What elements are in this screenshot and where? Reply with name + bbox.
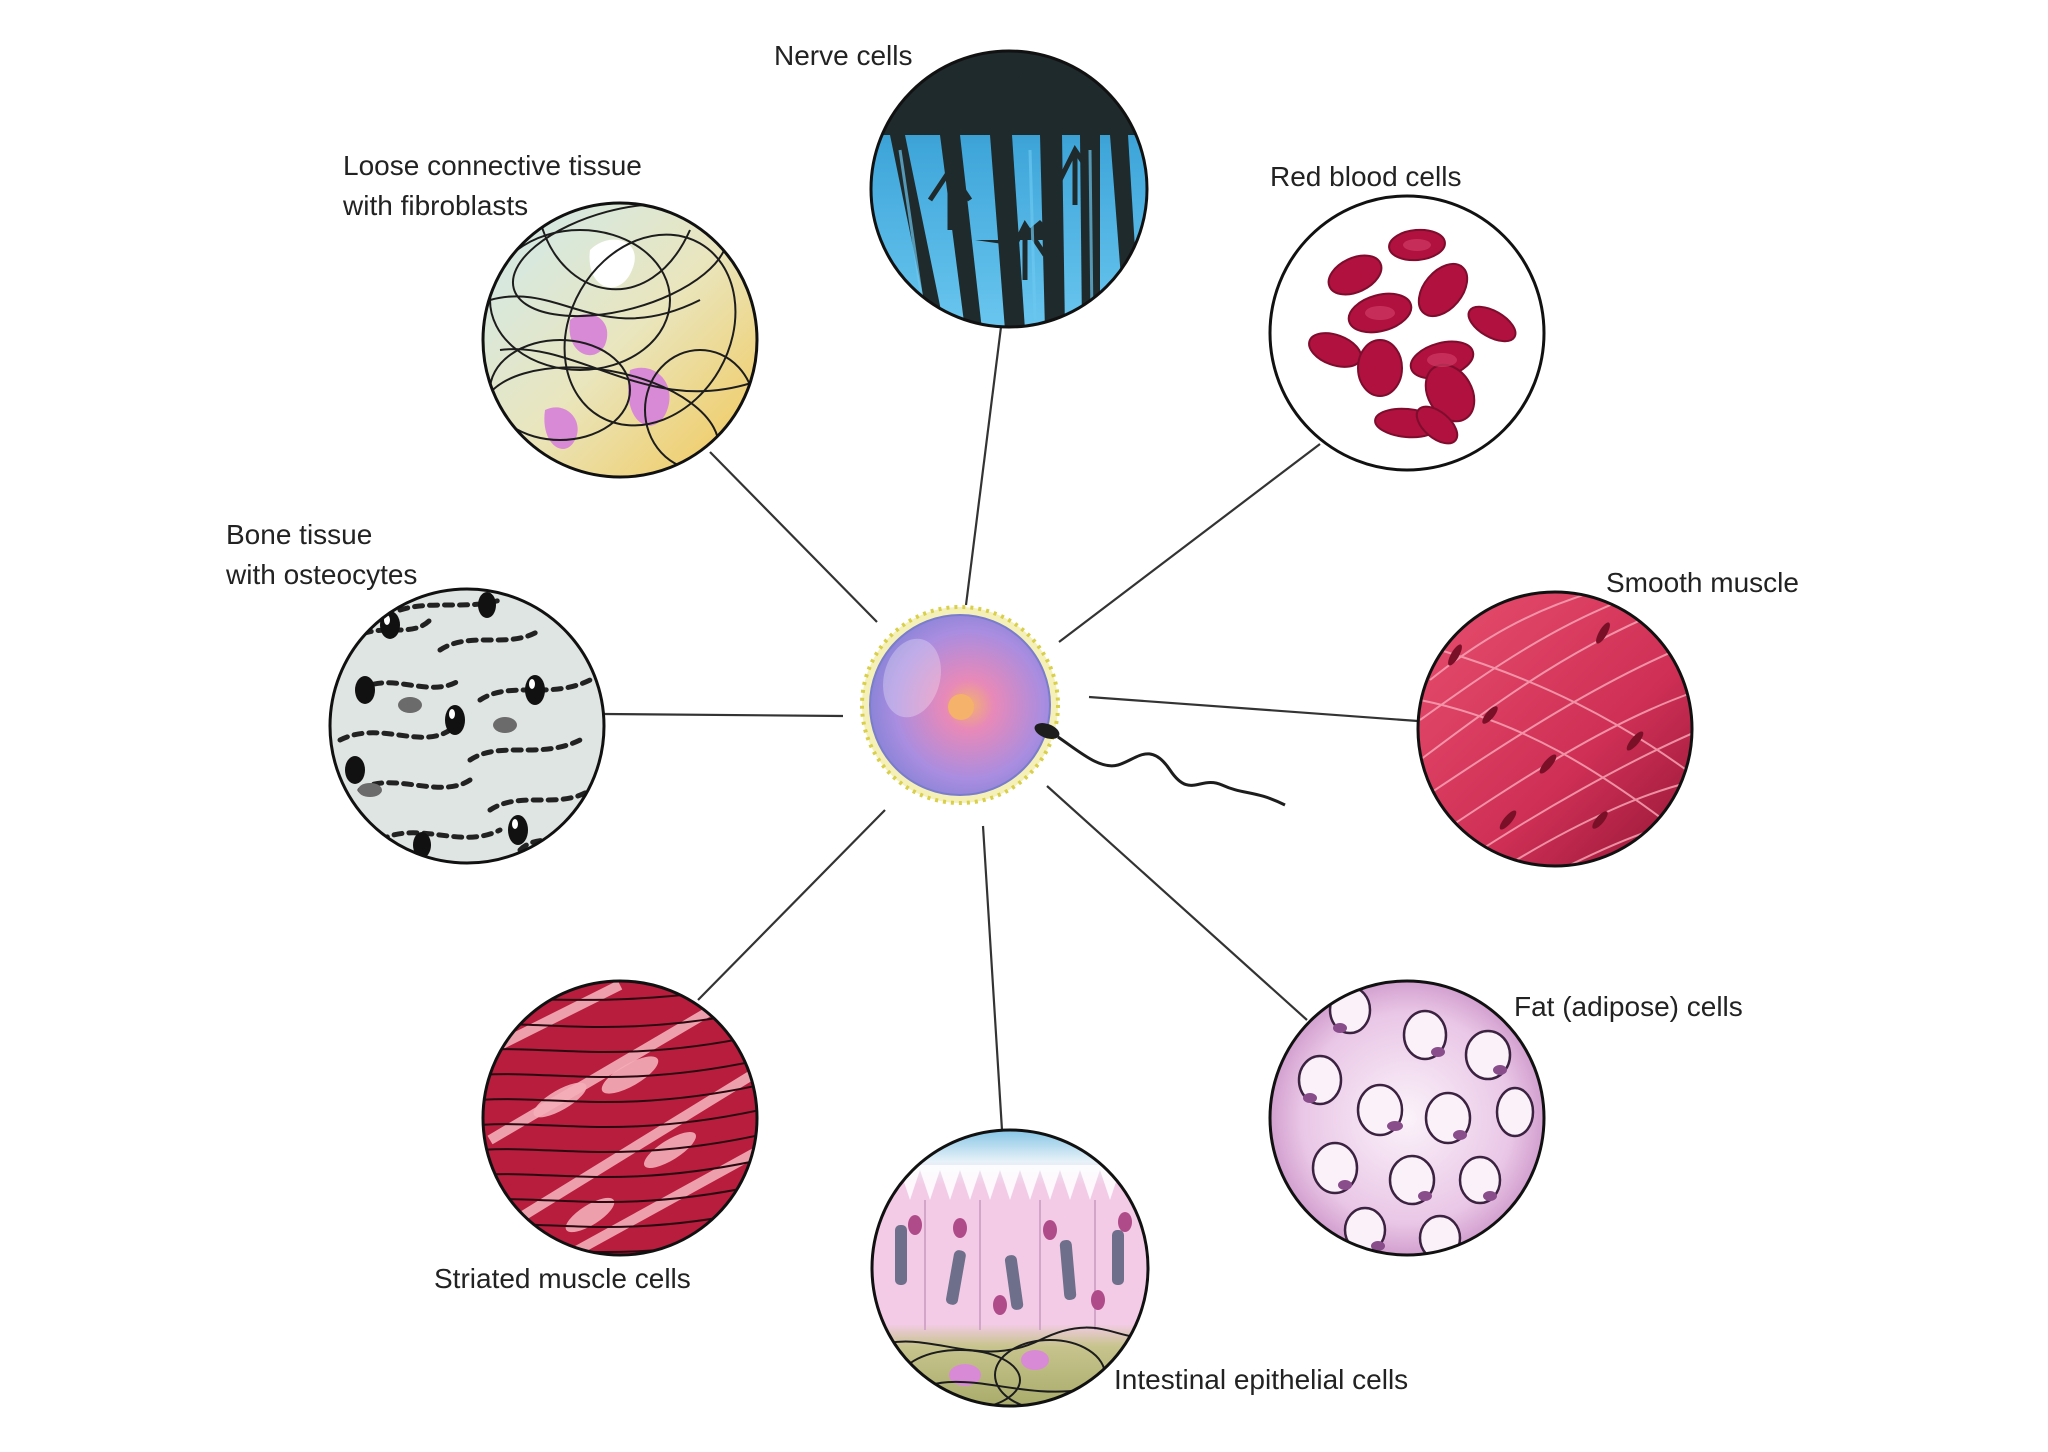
connector-lines	[603, 326, 1419, 1131]
line-to-nerve	[964, 326, 1003, 606]
fertilized-egg-icon	[860, 605, 1060, 805]
fat-cells-circle	[1268, 979, 1546, 1257]
nerve-cells-circle	[869, 49, 1149, 329]
bone-tissue-circle	[328, 587, 606, 865]
line-to-intestinal	[981, 825, 1004, 1131]
line-to-loose	[709, 451, 878, 623]
label-smooth-muscle: Smooth muscle	[1606, 567, 1799, 598]
label-nerve-cells: Nerve cells	[774, 40, 913, 71]
loose-connective-tissue-circle	[481, 201, 759, 479]
label-loose-connective-line2: with fibroblasts	[343, 190, 529, 221]
label-striated-muscle-cells: Striated muscle cells	[434, 1263, 691, 1294]
label-bone-tissue-line1: Bone tissue	[226, 519, 373, 550]
smooth-muscle-circle	[1416, 590, 1694, 868]
sperm-icon	[1034, 723, 1286, 807]
red-blood-cells-circle	[1268, 194, 1546, 472]
intestinal-epithelial-circle	[870, 1128, 1150, 1408]
label-bone-tissue-line2: with osteocytes	[226, 559, 418, 590]
label-intestinal-epithelial-cells: Intestinal epithelial cells	[1114, 1364, 1409, 1395]
line-to-bone	[603, 712, 844, 718]
line-to-striated	[697, 809, 886, 1001]
label-fat-cells: Fat (adipose) cells	[1514, 991, 1743, 1022]
line-to-smooth	[1088, 695, 1419, 723]
striated-muscle-circle	[481, 979, 759, 1257]
line-to-rbc	[1058, 443, 1321, 643]
label-loose-connective-line1: Loose connective tissue	[343, 150, 642, 181]
line-to-fat	[1046, 785, 1308, 1021]
label-red-blood-cells: Red blood cells	[1270, 161, 1462, 192]
